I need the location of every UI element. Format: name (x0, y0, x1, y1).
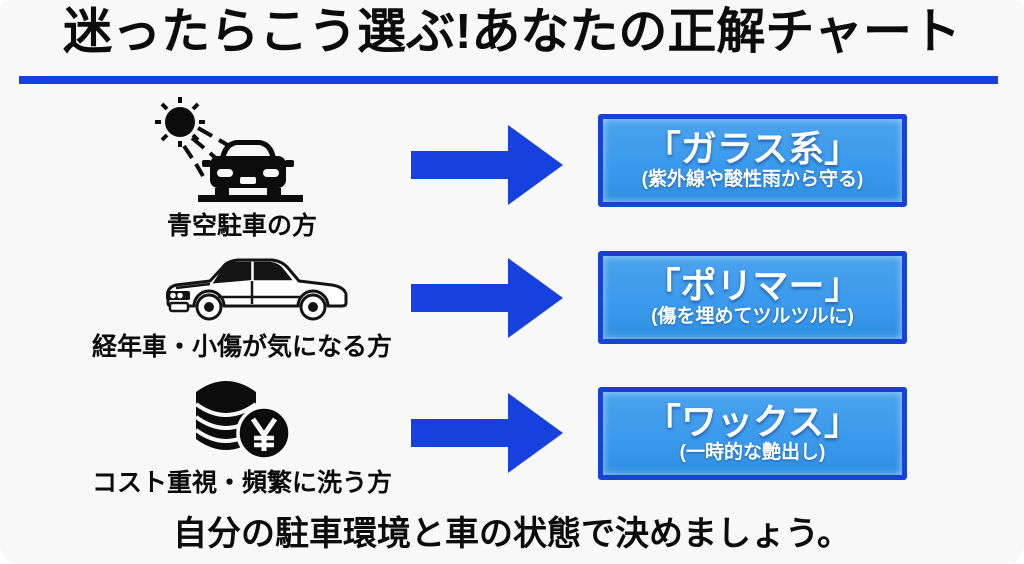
arrow-shaft (411, 419, 508, 447)
result-title: 「ポリマー」 (644, 264, 861, 306)
result-note: (傷を埋めてツルツルに) (651, 306, 854, 328)
result-box-wax: 「ワックス」 (一時的な艶出し) (598, 387, 907, 480)
result-note: (紫外線や酸性雨から守る) (641, 169, 864, 191)
arrow-right-icon (411, 393, 563, 473)
row-label-outdoor-parking: 青空駐車の方 (166, 212, 317, 240)
arrow-shaft (411, 284, 508, 312)
result-box-glass: 「ガラス系」 (紫外線や酸性雨から守る) (598, 114, 907, 207)
classic-car-icon (166, 258, 348, 321)
footer-note: 自分の駐車環境と車の状態で決めましょう。 (173, 515, 851, 553)
arrow-right-icon (411, 258, 563, 338)
row-label-aged-car: 経年車・小傷が気になる方 (91, 333, 392, 361)
arrow-head (508, 258, 563, 338)
arrow-head (508, 393, 563, 473)
result-note: (一時的な艶出し) (679, 442, 826, 464)
title-underline (19, 76, 998, 84)
result-box-polymer: 「ポリマー」 (傷を埋めてツルツルに) (598, 251, 907, 344)
result-title: 「ガラス系」 (644, 127, 861, 169)
arrow-shaft (411, 151, 508, 179)
row-label-cost-focused: コスト重視・頻繁に洗う方 (91, 469, 392, 497)
arrow-right-icon (411, 125, 563, 205)
sun-car-icon (155, 97, 303, 202)
arrow-head (508, 125, 563, 205)
yen-coins-icon (194, 381, 292, 461)
page-title: 迷ったらこう選ぶ!あなたの正解チャート (63, 5, 961, 59)
result-title: 「ワックス」 (645, 400, 860, 442)
